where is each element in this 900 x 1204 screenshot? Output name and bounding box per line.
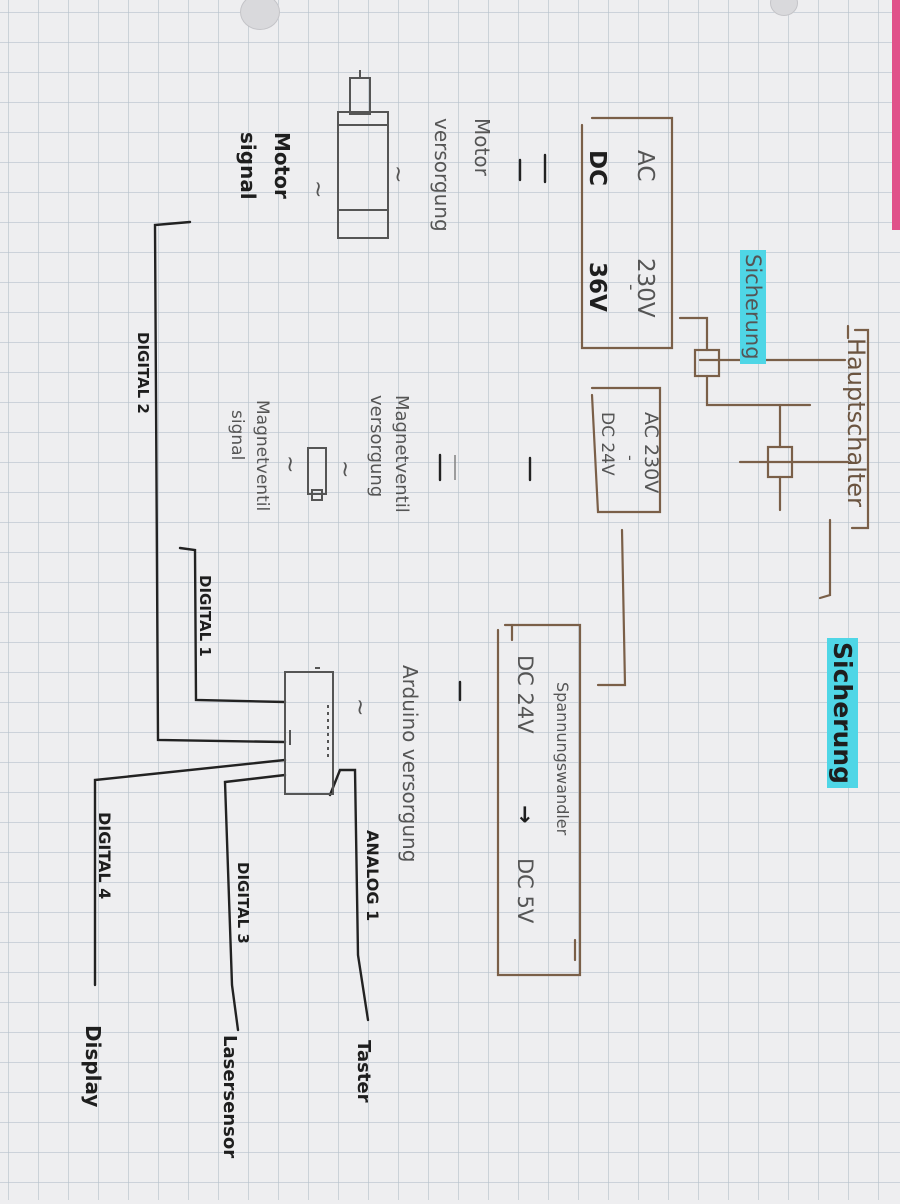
wire-analog1 — [328, 768, 370, 1022]
fuse-psu-label: Sicherung — [740, 250, 766, 364]
wire-digital2 — [153, 220, 287, 744]
fuse-main-label: Sicherung — [827, 638, 858, 788]
punch-hole — [240, 0, 280, 30]
valve-supply-label-1: Magnetventil — [391, 395, 412, 513]
valve-supply-label-2: versorgung — [366, 395, 387, 498]
converter-out: DC 5V — [513, 858, 537, 924]
wire-digital3 — [223, 773, 287, 1032]
digital1-label: DIGITAL 1 — [196, 575, 214, 657]
psu1-ac: AC — [632, 150, 658, 182]
converter-arrow: → — [512, 805, 537, 824]
psu2-dc: DC 24V — [597, 412, 617, 476]
wire-digital1 — [178, 546, 287, 704]
wire-digital4 — [93, 758, 287, 987]
page-edge-marker — [892, 0, 900, 230]
motor-tilde-2: ~ — [305, 180, 330, 199]
converter-in: DC 24V — [513, 655, 537, 734]
arduino-body — [284, 671, 334, 795]
valve-signal-label-1: Magnetventil — [252, 400, 272, 512]
motor-tilde-1: ~ — [385, 165, 410, 184]
fuse-main-text: Sicherung — [827, 638, 858, 788]
psu1-box — [580, 116, 674, 350]
converter-title: Spannungswandler — [553, 682, 572, 836]
valve-signal-label-2: signal — [227, 410, 247, 461]
converter-box — [496, 623, 582, 977]
valve-tilde-2: ~ — [277, 455, 302, 474]
psu1-dash: - — [621, 284, 642, 291]
valve-tilde-1: ~ — [332, 460, 357, 479]
main-switch-bracket — [850, 328, 870, 530]
valve-body — [307, 447, 327, 495]
fuse-psu-text: Sicherung — [740, 250, 766, 364]
display-label: Display — [81, 1025, 105, 1108]
digital3-label: DIGITAL 3 — [234, 862, 252, 944]
psu2-ac: AC 230V — [640, 412, 662, 494]
motor-signal-label-1: Motor — [270, 132, 294, 199]
wire-psu2-converter — [596, 528, 627, 687]
digital4-label: DIGITAL 4 — [95, 812, 114, 900]
arduino-tilde: ~ — [347, 698, 372, 717]
main-switch-wire-bottom — [818, 518, 832, 600]
lasersensor-label: Lasersensor — [219, 1035, 240, 1159]
psu1-36v: 36V — [584, 262, 610, 312]
digital2-label: DIGITAL 2 — [134, 332, 152, 414]
motor-supply-label-2: versorgung — [430, 118, 454, 232]
arduino-supply-label: Arduino versorgung — [398, 665, 422, 863]
motor-supply-label-1: Motor — [470, 118, 494, 176]
motor-body — [337, 111, 389, 239]
psu2-dash: - — [621, 455, 640, 461]
psu1-dc: DC — [584, 150, 610, 186]
main-switch-label: Hauptschalter — [842, 338, 870, 507]
psu2-box — [590, 386, 662, 514]
analog1-label: ANALOG 1 — [363, 830, 382, 922]
taster-label: Taster — [353, 1040, 374, 1103]
motor-signal-label-2: signal — [236, 132, 260, 200]
